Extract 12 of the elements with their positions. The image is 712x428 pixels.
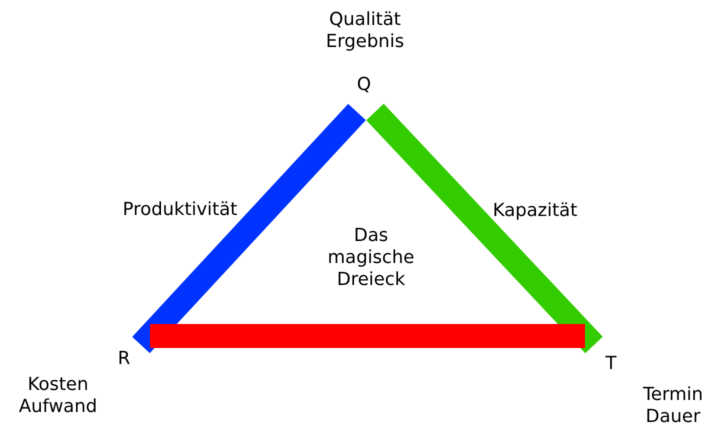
vertex-caption: Termin Dauer (642, 384, 704, 428)
side-label: Kapazität (492, 200, 578, 222)
triangle-side-band (132, 104, 366, 354)
vertex-label: R (118, 348, 130, 369)
center-title: Das magische Dreieck (326, 225, 416, 291)
triangle-side-band (366, 104, 603, 354)
vertex-caption: Kosten Aufwand (18, 374, 98, 418)
side-label: Produktivität (122, 199, 238, 221)
vertex-label: T (606, 353, 616, 374)
vertex-caption: Qualität Ergebnis (324, 9, 406, 53)
triangle-side-band (150, 324, 585, 348)
vertex-label: Q (356, 74, 372, 95)
